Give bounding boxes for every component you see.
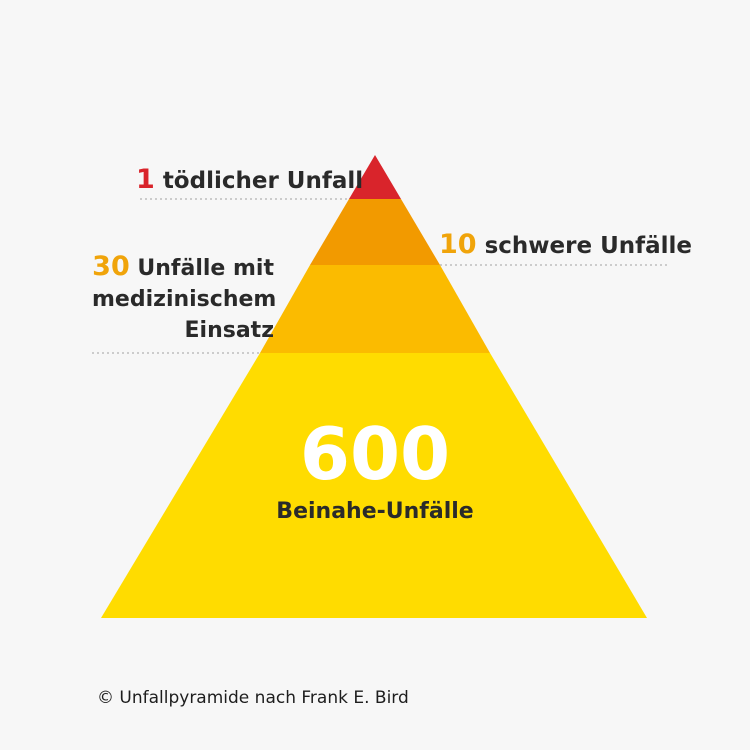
label-fatal-accident: 1 tödlicher Unfall [136, 166, 363, 193]
text-fatal: tödlicher Unfall [162, 168, 364, 194]
label-medical-accidents: 30 Unfälle mit medizinischem Einsatz [92, 251, 277, 346]
pyramid-tier-1 [349, 155, 401, 199]
count-near-miss: 600 [299, 412, 451, 496]
text-medical-line3: Einsatz [184, 318, 275, 343]
pyramid-tier-30 [260, 265, 490, 353]
pyramid-tier-10 [310, 199, 440, 265]
image-credit: © Unfallpyramide nach Frank E. Bird [97, 688, 409, 708]
text-medical-line2: medizinischem [92, 287, 277, 312]
text-medical-line1: Unfälle mit [137, 256, 274, 281]
count-serious: 10 [439, 229, 477, 260]
text-near-miss: Beinahe-Unfälle [276, 499, 474, 524]
label-serious-accidents: 10 schwere Unfälle [439, 231, 692, 258]
count-fatal: 1 [136, 164, 155, 195]
text-serious: schwere Unfälle [484, 233, 693, 259]
pyramid-tier-600 [101, 353, 647, 618]
count-medical: 30 [92, 251, 130, 282]
